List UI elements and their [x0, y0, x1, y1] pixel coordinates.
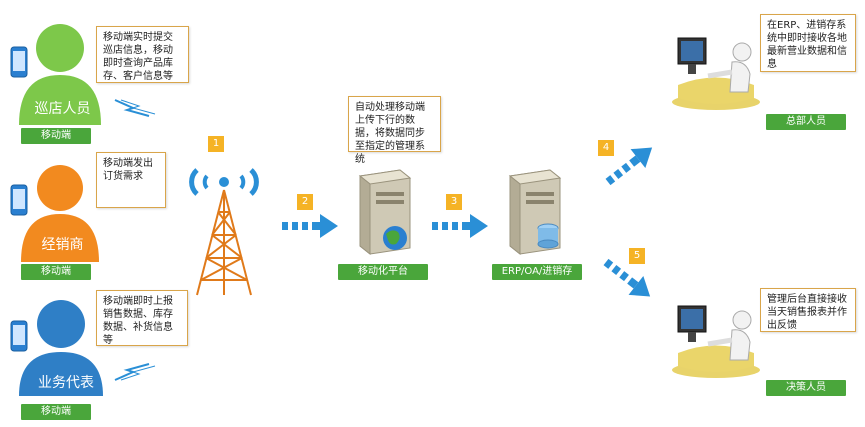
role-name: 经销商 — [41, 237, 84, 253]
person-icon — [19, 24, 101, 125]
dashed-arrow-icon — [432, 214, 488, 238]
step-number: 5 — [629, 248, 645, 264]
role-figure-sales: 业务代表 — [10, 296, 110, 406]
server-globe-icon — [358, 169, 412, 256]
step-number: 1 — [208, 136, 224, 152]
server-database-icon — [508, 169, 562, 256]
signal-zigzag-icon — [114, 363, 156, 381]
step-number: 2 — [297, 194, 313, 210]
dashed-arrow-icon — [603, 258, 651, 297]
speech-bubble: 管理后台直接接收当天销售报表并作出反馈 — [760, 288, 856, 332]
speech-bubble: 自动处理移动端上传下行的数据，将数据同步至指定的管理系统 — [348, 96, 441, 165]
mobile-tag: 移动端 — [21, 404, 91, 420]
platform-tag: 移动化平台 — [338, 264, 428, 280]
role-figure-patrol: 巡店人员 — [10, 20, 105, 130]
phone-icon — [10, 320, 28, 352]
hq-tag: 总部人员 — [766, 114, 846, 130]
person-at-computer-icon — [672, 37, 760, 110]
speech-bubble: 移动端发出订货需求 — [96, 152, 166, 208]
dashed-arrow-icon — [605, 147, 653, 186]
erp-tag: ERP/OA/进销存 — [492, 264, 582, 280]
phone-icon — [10, 184, 28, 216]
speech-bubble: 在ERP、进销存系统中即时接收各地最新营业数据和信息 — [760, 14, 856, 72]
step-number: 4 — [598, 140, 614, 156]
speech-bubble: 移动端实时提交巡店信息，移动即时查询产品库存、客户信息等 — [96, 26, 189, 83]
role-figure-dealer: 经销商 — [10, 162, 105, 272]
decision-tag: 决策人员 — [766, 380, 846, 396]
role-name: 业务代表 — [38, 375, 94, 391]
person-icon — [19, 300, 103, 396]
role-name: 巡店人员 — [34, 101, 91, 117]
person-at-computer-icon — [672, 305, 760, 378]
phone-icon — [10, 46, 28, 78]
mobile-tag: 移动端 — [21, 264, 91, 280]
person-icon — [21, 165, 99, 262]
speech-bubble: 移动端即时上报销售数据、库存数据、补货信息等 — [96, 290, 188, 346]
step-number: 3 — [446, 194, 462, 210]
dashed-arrow-icon — [282, 214, 338, 238]
mobile-tag: 移动端 — [21, 128, 91, 144]
signal-tower-icon — [189, 168, 259, 296]
signal-zigzag-icon — [114, 99, 156, 117]
